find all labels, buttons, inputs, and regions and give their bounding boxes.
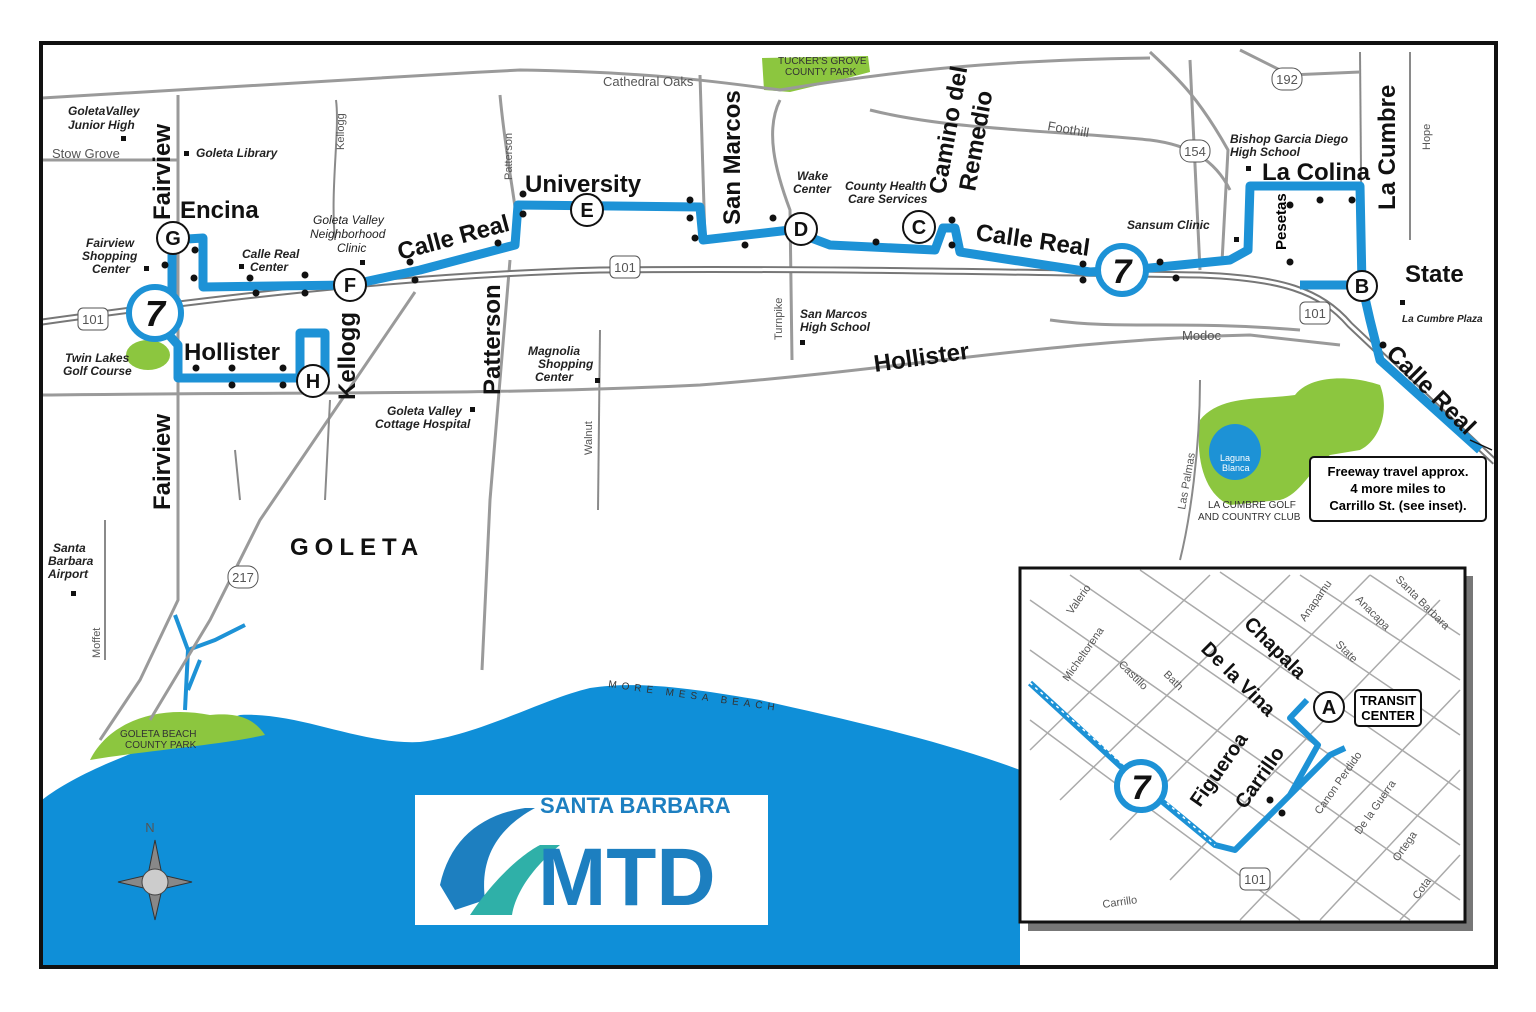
svg-text:192: 192: [1276, 72, 1298, 87]
highway-217-shield: 217: [227, 565, 259, 589]
route-7-badge: 7: [126, 284, 184, 342]
park-goleta-beach: [90, 712, 265, 760]
svg-text:MTD: MTD: [538, 832, 716, 923]
svg-text:7: 7: [1132, 769, 1153, 807]
street-fairview: Fairview: [149, 124, 176, 220]
highway-101-shield: 101: [1299, 301, 1331, 325]
svg-text:Modoc: Modoc: [1182, 328, 1222, 343]
svg-text:Moffet: Moffet: [91, 628, 103, 658]
roads: [41, 48, 1498, 741]
park-twin-lakes: [126, 340, 170, 370]
stop-b[interactable]: B: [1346, 270, 1378, 302]
svg-text:H: H: [306, 371, 320, 393]
street-la-colina: La Colina: [1262, 159, 1371, 186]
street-pesetas: Pesetas: [1273, 193, 1290, 250]
stop-a[interactable]: A: [1313, 691, 1345, 723]
svg-text:B: B: [1355, 276, 1369, 298]
svg-text:La Cumbre Plaza: La Cumbre Plaza: [1402, 314, 1483, 325]
svg-text:F: F: [344, 275, 356, 297]
stop-d[interactable]: D: [784, 212, 818, 246]
minor-street-labels: Cathedral Oaks Stow Grove Kellogg Patter…: [52, 74, 1433, 658]
svg-text:A: A: [1322, 697, 1336, 719]
park-tuckers-grove: [762, 56, 870, 92]
stop-dots: [161, 190, 1387, 389]
svg-text:SANTA BARBARA: SANTA BARBARA: [540, 793, 731, 818]
svg-text:Kellogg: Kellogg: [335, 113, 347, 150]
street-fairview: Fairview: [149, 414, 176, 510]
svg-text:101: 101: [1304, 306, 1326, 321]
svg-text:Sansum Clinic: Sansum Clinic: [1127, 218, 1210, 232]
street-san-marcos: San Marcos: [719, 90, 746, 225]
svg-text:Walnut: Walnut: [583, 421, 595, 455]
svg-text:7: 7: [1113, 253, 1134, 291]
svg-text:Foothill: Foothill: [1046, 118, 1090, 140]
highway-192-shield: 192: [1271, 67, 1303, 91]
highway-101-shield: 101: [77, 307, 109, 331]
street-encina: Encina: [180, 197, 259, 224]
stop-e[interactable]: E: [570, 193, 604, 227]
stop-g[interactable]: G: [156, 221, 190, 255]
svg-text:Cathedral Oaks: Cathedral Oaks: [603, 74, 694, 89]
map-frame: [39, 41, 1498, 969]
svg-text:N: N: [145, 820, 154, 835]
highway-101-shield: 101: [609, 255, 641, 279]
svg-text:7: 7: [145, 293, 167, 334]
street-state: State: [1405, 261, 1464, 288]
svg-text:Carrillo: Carrillo: [1102, 894, 1138, 911]
area-label-goleta: GOLETA: [290, 534, 424, 561]
stop-f[interactable]: F: [333, 268, 367, 302]
highway-154-shield: 154: [1179, 139, 1211, 163]
street-la-cumbre: La Cumbre: [1374, 85, 1401, 210]
svg-text:Hope: Hope: [1421, 124, 1433, 150]
svg-text:Patterson: Patterson: [503, 133, 515, 180]
santa-barbara-mtd-logo: SANTA BARBARA MTD: [415, 793, 768, 925]
svg-text:101: 101: [1244, 872, 1266, 887]
street-kellogg: Kellogg: [334, 312, 361, 400]
street-university: University: [525, 171, 642, 198]
svg-text:C: C: [912, 217, 926, 239]
street-hollister: Hollister: [184, 339, 280, 366]
goleta-slough: [173, 614, 246, 711]
highway-101-shield: 101: [1239, 867, 1271, 891]
svg-text:D: D: [794, 219, 808, 241]
stop-c[interactable]: C: [902, 210, 936, 244]
compass-rose-icon: N: [117, 820, 193, 921]
svg-text:Turnpike: Turnpike: [773, 298, 785, 340]
stop-h[interactable]: H: [296, 364, 330, 398]
svg-text:Goleta Library: Goleta Library: [196, 146, 279, 160]
lake-laguna-blanca: [1209, 424, 1261, 480]
svg-text:Stow Grove: Stow Grove: [52, 146, 120, 161]
svg-text:101: 101: [82, 312, 104, 327]
svg-text:Freeway travel approx.4 more m: Freeway travel approx.4 more miles toCar…: [1328, 464, 1469, 513]
route-7-badge: 7: [1095, 243, 1149, 297]
svg-text:101: 101: [614, 260, 636, 275]
svg-text:154: 154: [1184, 144, 1206, 159]
svg-text:217: 217: [232, 570, 254, 585]
svg-text:G: G: [165, 228, 181, 250]
street-patterson: Patterson: [479, 284, 506, 395]
svg-text:E: E: [580, 200, 593, 222]
